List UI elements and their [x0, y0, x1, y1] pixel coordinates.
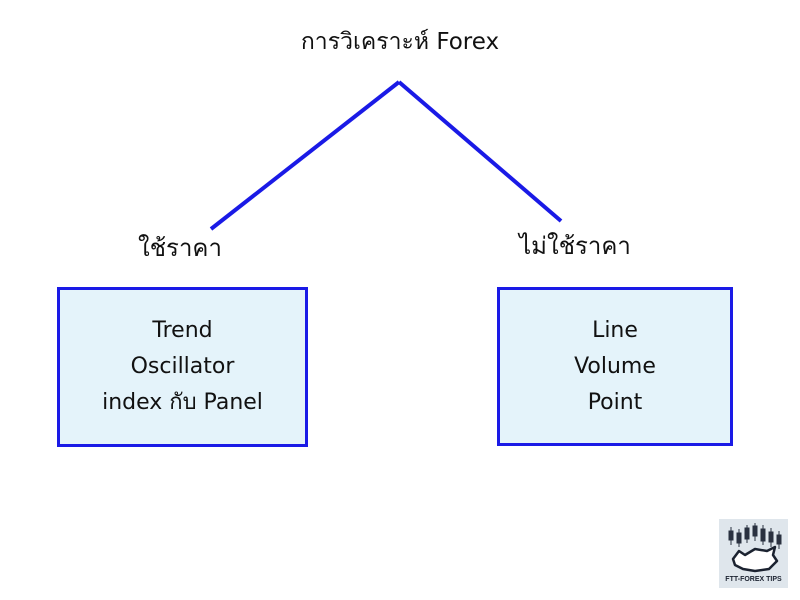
connector-right	[397, 80, 563, 223]
left-item-oscillator: Oscillator	[130, 354, 235, 379]
right-item-volume: Volume	[574, 353, 656, 379]
connector-left	[209, 80, 401, 231]
left-item-index-panel: index กับ Panel	[102, 390, 263, 415]
bull-icon	[731, 545, 779, 573]
left-item-trend: Trend	[152, 318, 213, 343]
branch-label-left: ใช้ราคา	[138, 234, 222, 262]
ftt-forex-tips-logo: FTT-FOREX TIPS	[719, 519, 788, 588]
logo-text: FTT-FOREX TIPS	[725, 576, 782, 583]
candlestick-icon	[728, 523, 782, 549]
diagram-title: การวิเคราะห์ Forex	[300, 29, 500, 55]
right-item-line: Line	[592, 317, 638, 343]
right-branch-box: Line Volume Point	[497, 287, 733, 446]
branch-label-right: ไม่ใช้ราคา	[519, 232, 631, 260]
right-item-point: Point	[587, 389, 643, 415]
left-branch-box: Trend Oscillator index กับ Panel	[57, 287, 308, 447]
